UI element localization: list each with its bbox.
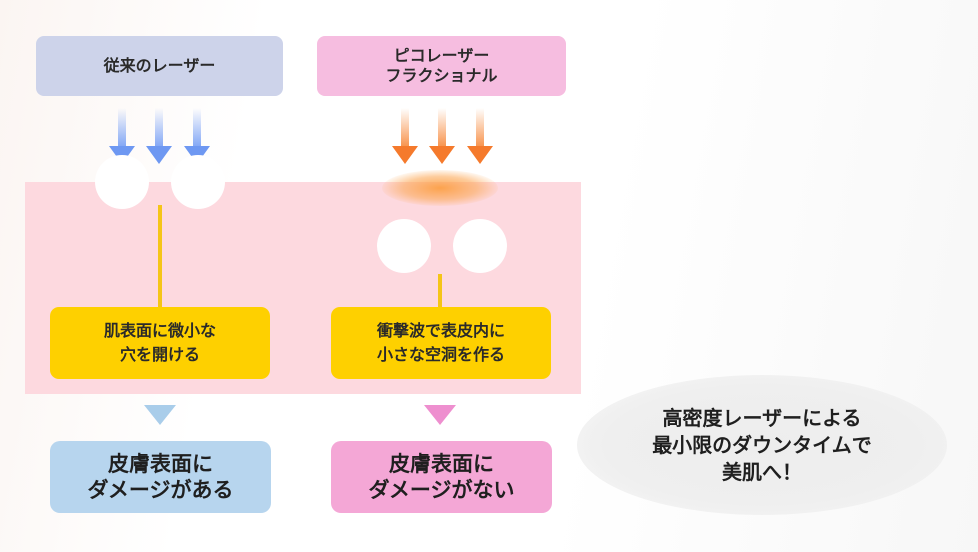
surface-hole xyxy=(171,155,225,209)
callout-line: 肌表面に微小な xyxy=(103,321,216,340)
surface-hole xyxy=(95,155,149,209)
triangle-down-icon xyxy=(144,405,176,425)
internal-cavity xyxy=(377,219,431,273)
internal-cavity xyxy=(453,219,507,273)
callout-line: 衝撃波で表皮内に xyxy=(376,321,505,340)
result-line: 皮膚表面に xyxy=(388,451,494,476)
laser-arrow-down-icon xyxy=(467,108,493,166)
conventional-effect-callout: 肌表面に微小な 穴を開ける xyxy=(50,307,270,379)
result-line: ダメージがない xyxy=(368,478,515,502)
conventional-laser-header: 従来のレーザー xyxy=(36,36,283,96)
pico-fractional-header: ピコレーザー フラクショナル xyxy=(317,36,566,96)
energy-glow xyxy=(382,170,498,206)
triangle-down-icon xyxy=(424,405,456,425)
laser-arrow-down-icon xyxy=(429,108,455,166)
summary-speech-bubble: 高密度レーザーによる 最小限のダウンタイムで 美肌へ！ xyxy=(577,375,947,515)
callout-pointer xyxy=(158,205,162,310)
pico-effect-callout: 衝撃波で表皮内に 小さな空洞を作る xyxy=(331,307,551,379)
pico-header-line-2: フラクショナル xyxy=(385,66,498,85)
bubble-line: 高密度レーザーによる xyxy=(662,405,862,430)
callout-pointer xyxy=(438,274,442,310)
laser-arrow-down-icon xyxy=(146,108,172,166)
pico-header-line-1: ピコレーザー xyxy=(393,46,490,65)
conventional-laser-header-text: 従来のレーザー xyxy=(103,56,216,75)
conventional-result-box: 皮膚表面に ダメージがある xyxy=(50,441,271,513)
laser-arrow-down-icon xyxy=(392,108,418,166)
pico-result-box: 皮膚表面に ダメージがない xyxy=(331,441,552,513)
result-line: 皮膚表面に xyxy=(107,451,213,476)
bubble-line: 美肌へ！ xyxy=(721,459,802,484)
callout-line: 小さな空洞を作る xyxy=(376,345,505,364)
callout-line: 穴を開ける xyxy=(119,345,200,364)
bubble-line: 最小限のダウンタイムで xyxy=(652,432,872,457)
result-line: ダメージがある xyxy=(87,478,234,502)
